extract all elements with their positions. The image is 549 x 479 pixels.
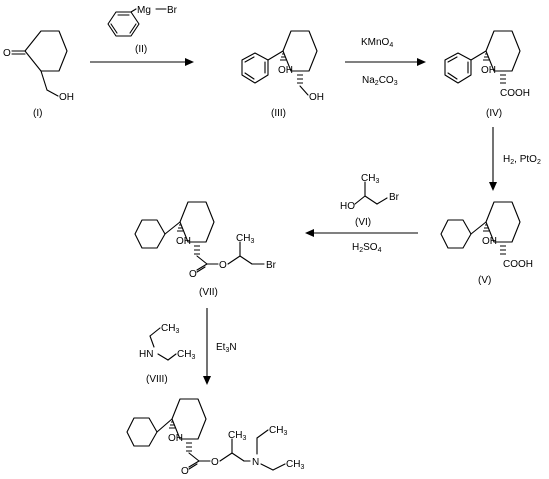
- compound-ii-mg: Mg: [137, 5, 151, 16]
- reagent-kmno4: KMnO4: [361, 37, 393, 49]
- compound-vii-ring: [179, 201, 215, 243]
- final-product-ring: [171, 398, 207, 440]
- compound-vi-label: (VI): [355, 217, 371, 228]
- compound-vii-cyclohexyl: [134, 219, 166, 249]
- compound-iii: OH OH (III): [241, 30, 324, 119]
- compound-vii-br: Br: [266, 260, 277, 271]
- final-product-ester-o: O: [211, 457, 219, 468]
- compound-vii-methyl: CH3: [236, 233, 254, 245]
- compound-vi-ho: HO: [340, 201, 355, 212]
- compound-iv: OH COOH (IV): [444, 30, 530, 119]
- reagent-et3n: Et3N: [216, 342, 237, 354]
- compound-iv-carboxyl: COOH: [500, 88, 530, 99]
- reagent-na2co3: Na2CO3: [362, 75, 398, 87]
- compound-ii: Mg Br (II): [107, 5, 178, 55]
- final-product-methyl: CH3: [228, 430, 246, 442]
- compound-i-ch2: [40, 70, 48, 91]
- compound-v-cyclohexyl: [440, 219, 472, 249]
- compound-iii-hydroxyl: OH: [278, 65, 293, 76]
- arrow-step-1: [90, 58, 194, 66]
- compound-v: OH COOH (V): [440, 201, 533, 286]
- compound-vii-label: (VII): [199, 287, 218, 298]
- compound-vii: OH O O CH3 Br (VII): [134, 201, 277, 298]
- compound-vii-hydroxyl: OH: [176, 236, 191, 247]
- final-product-ethyl-methyl-2: CH3: [286, 459, 304, 471]
- compound-i-oxygen: O: [3, 48, 11, 59]
- arrow-step-4: H2SO4: [305, 229, 418, 254]
- compound-viii-hn: HN: [139, 349, 153, 360]
- compound-v-label: (V): [478, 275, 491, 286]
- compound-iii-ch2oh: OH: [309, 92, 324, 103]
- reagent-h2so4: H2SO4: [352, 242, 382, 254]
- compound-viii-methyl-1: CH3: [161, 323, 179, 335]
- compound-vii-ester-o: O: [219, 260, 227, 271]
- final-product: OH O O CH3 N CH3 CH3: [126, 398, 304, 477]
- arrow-step-3: H2, PtO2: [489, 127, 541, 191]
- compound-iii-phenyl: [241, 52, 269, 84]
- compound-iv-phenyl: [444, 52, 472, 84]
- arrow-step-5: Et3N: [203, 308, 237, 385]
- final-product-carbonyl-o: O: [181, 466, 189, 477]
- compound-vi: HO CH3 Br (VI): [340, 173, 400, 228]
- compound-i-ring: [24, 30, 68, 72]
- compound-viii: HN CH3 CH3 (VIII): [139, 323, 195, 385]
- compound-vii-carbonyl-o: O: [189, 269, 197, 280]
- compound-i-hydroxyl: OH: [59, 92, 74, 103]
- final-product-cyclohexyl: [126, 417, 158, 447]
- compound-viii-label: (VIII): [146, 374, 168, 385]
- final-product-hydroxyl: OH: [168, 433, 183, 444]
- compound-iv-ring: [485, 30, 521, 72]
- compound-i: O OH (I): [3, 30, 74, 119]
- compound-ii-ring: [107, 11, 140, 37]
- compound-v-ring: [485, 201, 521, 243]
- final-product-nitrogen: N: [252, 457, 259, 468]
- compound-vi-methyl: CH3: [361, 173, 379, 185]
- final-product-ethyl-methyl-1: CH3: [269, 425, 287, 437]
- compound-iii-label: (III): [271, 108, 286, 119]
- compound-vi-br: Br: [389, 192, 400, 203]
- compound-iv-hydroxyl: OH: [481, 65, 496, 76]
- compound-v-carboxyl: COOH: [503, 259, 533, 270]
- compound-iii-ring: [282, 30, 318, 72]
- compound-v-hydroxyl: OH: [482, 236, 497, 247]
- compound-ii-label: (II): [135, 44, 147, 55]
- arrow-step-2: KMnO4 Na2CO3: [345, 37, 426, 87]
- compound-viii-methyl-2: CH3: [177, 349, 195, 361]
- compound-iv-label: (IV): [486, 108, 502, 119]
- reagent-h2-pto2: H2, PtO2: [503, 154, 541, 166]
- compound-i-label: (I): [33, 108, 42, 119]
- compound-ii-br: Br: [167, 5, 178, 16]
